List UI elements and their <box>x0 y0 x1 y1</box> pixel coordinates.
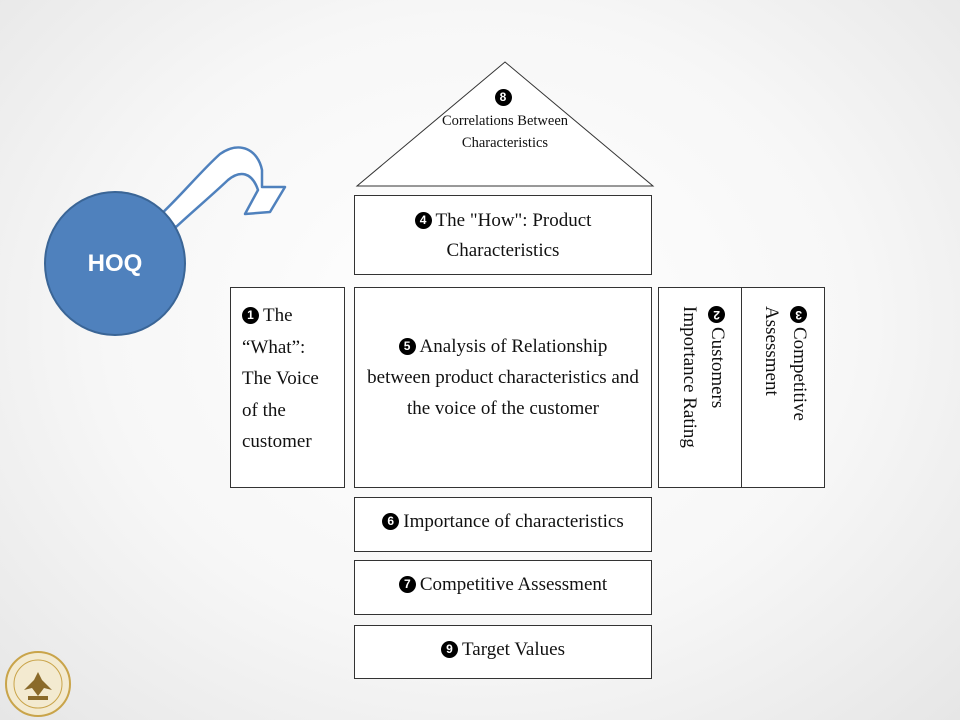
hoq-label: HOQ <box>87 249 143 277</box>
hoq-circle: HOQ <box>44 191 186 336</box>
divider <box>741 288 742 487</box>
university-emblem-icon <box>5 651 71 717</box>
customer-rating-line1: Customers <box>707 327 728 409</box>
what-line4: of the <box>242 399 286 421</box>
importance-label: Importance of characteristics <box>403 511 624 532</box>
customer-rating-line2: Importance Rating <box>679 306 700 448</box>
relationship-line2: between product characteristics and <box>367 367 639 388</box>
what-line3: The Voice <box>242 368 319 389</box>
number-badge-4: 4 <box>414 212 432 229</box>
number-badge-7: 7 <box>398 576 416 593</box>
number-badge-1: 1 <box>242 307 259 324</box>
number-badge-8: 8 <box>494 89 512 106</box>
number-badge-9: 9 <box>441 641 458 658</box>
what-line2: “What”: <box>242 336 306 358</box>
what-line5: customer <box>242 431 312 452</box>
relationship-line1: Analysis of Relationship <box>419 336 608 357</box>
competitive-right-line1: Competitive <box>789 327 810 421</box>
competitive-bottom-label: Competitive Assessment <box>419 574 608 595</box>
number-badge-2: 2 <box>708 306 725 323</box>
roof-triangle <box>355 61 655 187</box>
roof-label: 8 Correlations Between Characteristics <box>400 88 610 154</box>
customer-importance-box: 2Customers Importance Rating <box>675 306 731 448</box>
curved-arrow-icon <box>156 146 287 229</box>
number-badge-3: 3 <box>790 306 807 323</box>
roof-line1: Correlations Between <box>441 113 569 129</box>
how-line2: Characteristics <box>446 240 560 261</box>
competitive-assessment-side-box: 3Competitive Assessment <box>757 306 813 421</box>
number-badge-5: 5 <box>398 338 416 355</box>
number-badge-6: 6 <box>382 513 400 530</box>
right-assessment-group: 2Customers Importance Rating 3Competitiv… <box>658 287 825 488</box>
target-label: Target Values <box>462 639 565 660</box>
relationship-line3: the voice of the customer <box>406 398 600 419</box>
what-line1: The <box>263 305 293 326</box>
how-line1: The "How": Product <box>435 210 592 231</box>
competitive-right-line2: Assessment <box>761 306 782 396</box>
roof-line2: Characteristics <box>461 135 549 151</box>
